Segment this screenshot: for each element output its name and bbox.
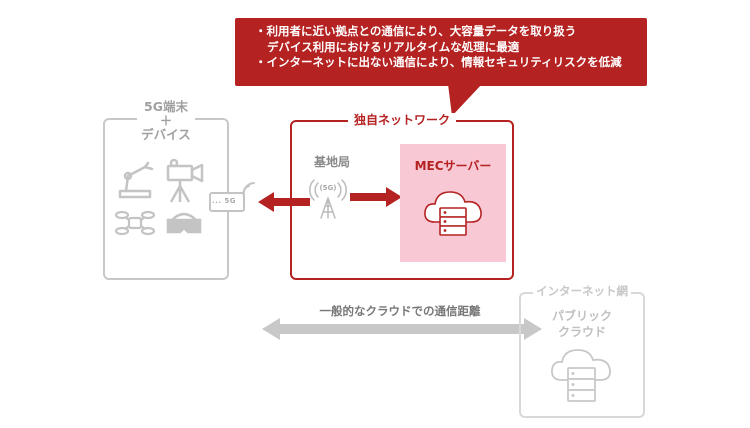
cloud-distance-arrow — [262, 318, 542, 340]
robot-arm-icon — [118, 161, 154, 199]
benefit-callout: ・利用者に近い拠点との通信により、大容量データを取り扱う デバイス利用におけるリ… — [235, 18, 647, 86]
router-icon — [209, 192, 245, 212]
private-network-title: 独自ネットワーク — [290, 111, 514, 128]
antenna-label: (5G) — [319, 184, 337, 192]
public-cloud-icon — [551, 349, 611, 402]
mec-server-cloud-icon — [424, 191, 482, 236]
distance-label: 一般的なクラウドでの通信距離 — [319, 304, 481, 318]
callout-line-1: ・利用者に近い拠点との通信により、大容量データを取り扱う — [255, 24, 577, 38]
base-mec-arrow — [350, 187, 402, 207]
callout-line-2: デバイス利用におけるリアルタイムな処理に最適 — [267, 39, 520, 54]
wireless-signal-icon — [242, 182, 255, 198]
video-camera-icon — [166, 158, 204, 203]
callout-line-3: ・インターネットに出ない通信により、情報セキュリティリスクを低減 — [255, 55, 622, 69]
antenna-icon — [309, 179, 347, 219]
mec-server-label: MECサーバー — [414, 159, 492, 173]
base-station-label: 基地局 — [314, 155, 351, 169]
vr-headset-icon — [166, 212, 202, 234]
drone-icon — [114, 210, 156, 236]
device-group-title: 5G端末 ＋ デバイス — [103, 100, 229, 142]
public-cloud-label: パブリック クラウド — [551, 309, 612, 339]
device-base-arrow — [258, 192, 310, 212]
router-label: ... 5G — [212, 197, 237, 205]
internet-title: インターネット網 — [519, 283, 645, 299]
callout-tail — [448, 84, 482, 116]
